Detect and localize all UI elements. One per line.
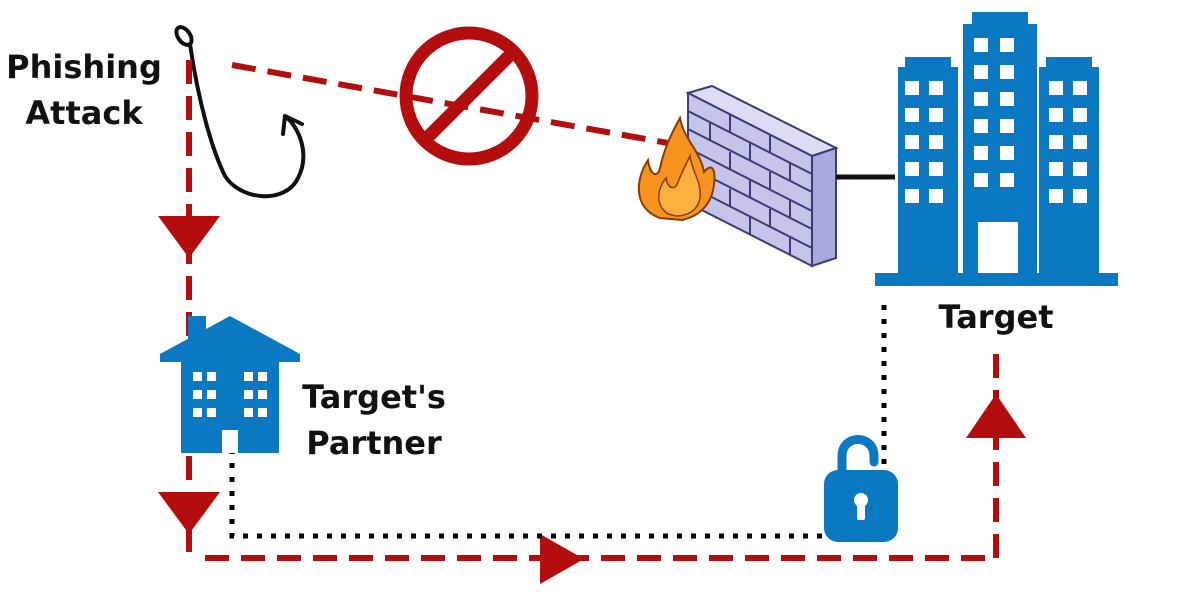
arrow-up — [966, 394, 1026, 438]
office-buildings-icon — [875, 12, 1118, 286]
target-label: Target — [938, 298, 1054, 336]
phishing-label-line2: Attack — [25, 94, 143, 132]
partner-label-line2: Partner — [306, 424, 442, 462]
arrow-right — [540, 534, 584, 584]
targets-partner-label: Target's Partner — [296, 374, 452, 466]
arrow-down-2 — [158, 492, 220, 534]
partner-label-line1: Target's — [302, 378, 446, 416]
house-icon — [160, 316, 300, 453]
fire-icon — [637, 115, 716, 222]
prohibited-icon — [399, 26, 539, 166]
unlocked-padlock-icon — [824, 435, 898, 542]
fish-hook-icon — [174, 25, 306, 199]
blocked-attack-path — [231, 62, 669, 146]
phishing-attack-label: Phishing Attack — [6, 44, 162, 136]
firewall-icon — [685, 84, 839, 268]
phishing-label-line1: Phishing — [6, 48, 162, 86]
arrow-down-1 — [158, 216, 220, 258]
trust-link-dotted — [229, 435, 858, 539]
